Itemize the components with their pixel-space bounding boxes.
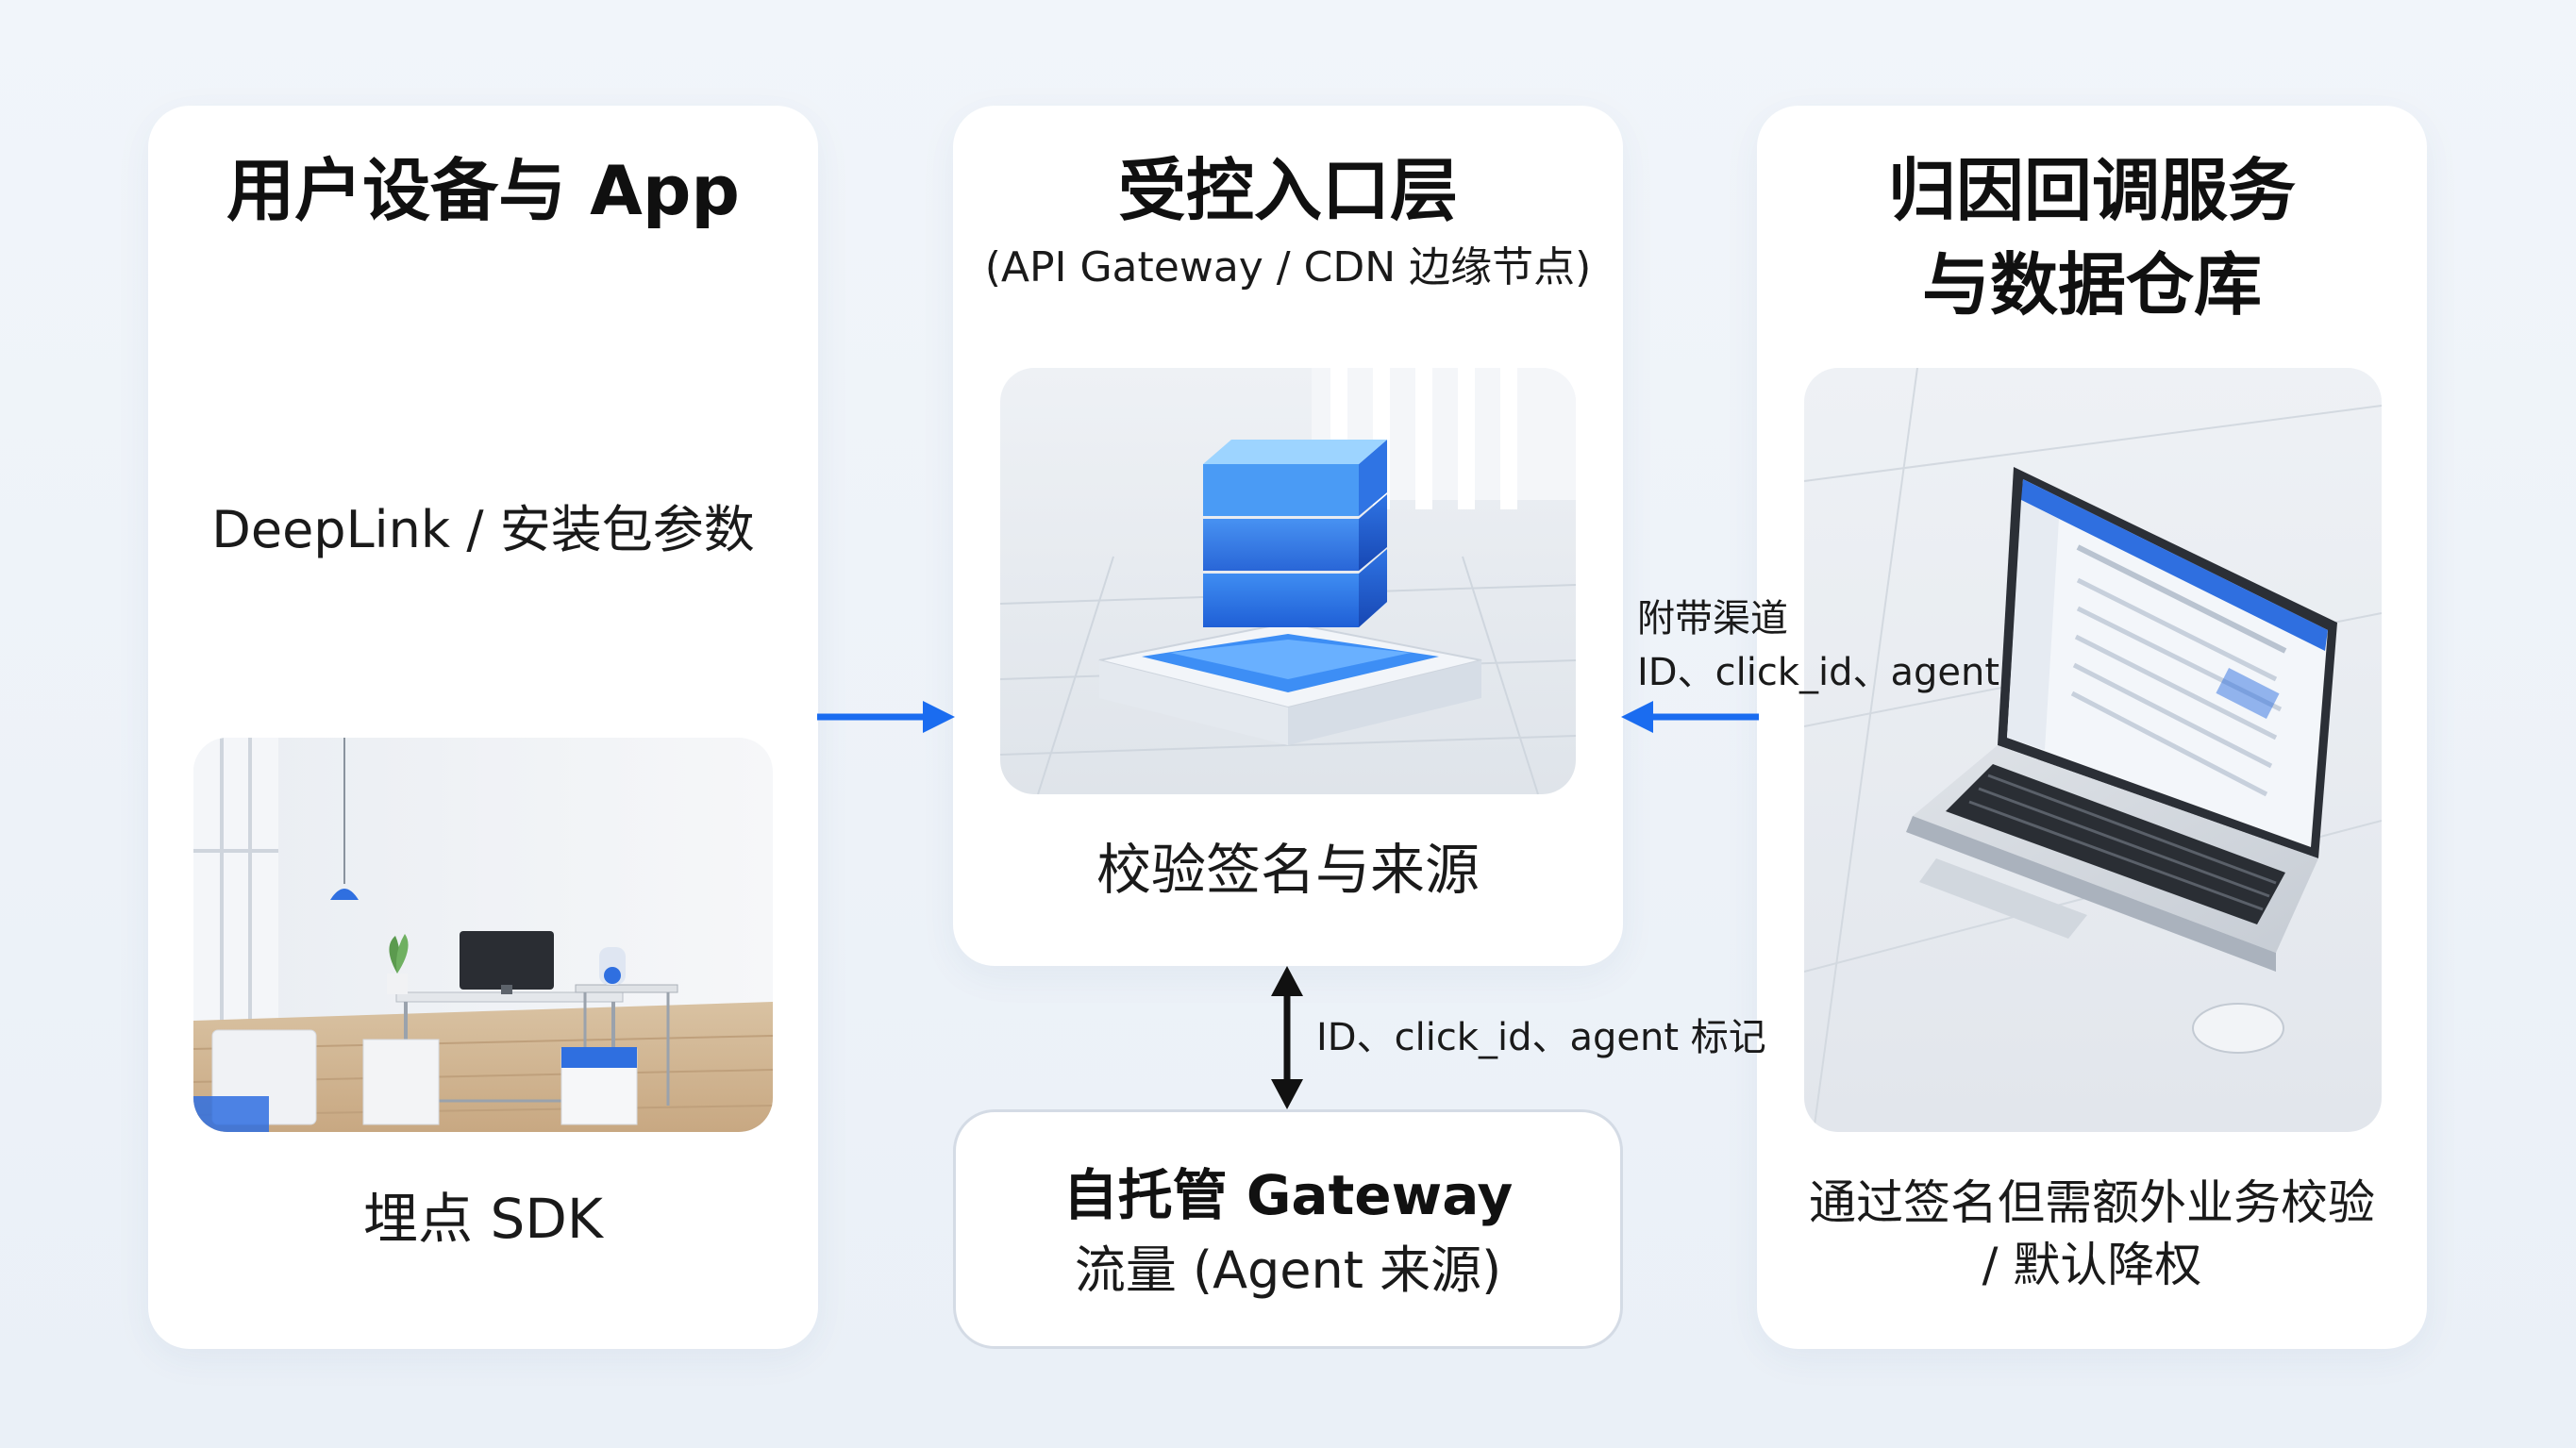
extra-validation-label-line2: / 默认降权	[1982, 1238, 2202, 1292]
server-stack-illustration	[1000, 368, 1576, 794]
controlled-entry-card: 受控入口层 (API Gateway / CDN 边缘节点)	[953, 106, 1623, 966]
verify-signature-label: 校验签名与来源	[1096, 838, 1480, 902]
deeplink-label: DeepLink / 安装包参数	[211, 500, 755, 559]
controlled-entry-title: 受控入口层	[1117, 151, 1458, 230]
user-device-card: 用户设备与 App DeepLink / 安装包参数	[148, 106, 818, 1349]
channel-id-label-line1: 附带渠道	[1637, 597, 1788, 641]
laptop-illustration	[1804, 368, 2382, 1132]
attribution-title-line2: 与数据仓库	[1921, 245, 2262, 325]
agent-marker-label: ID、click_id、agent 标记	[1316, 1016, 1766, 1059]
attribution-service-card: 归因回调服务 与数据仓库	[1757, 106, 2427, 1349]
channel-id-label-line2: ID、click_id、agent	[1637, 651, 2000, 694]
gateway-cdn-label: (API Gateway / CDN 边缘节点)	[984, 243, 1592, 291]
sdk-label: 埋点 SDK	[363, 1187, 603, 1251]
attribution-title-line1: 归因回调服务	[1887, 151, 2296, 230]
room-illustration	[193, 738, 773, 1132]
self-hosted-gateway-card: 自托管 Gateway 流量 (Agent 来源)	[953, 1109, 1623, 1349]
self-hosted-gateway-title: 自托管 Gateway	[1062, 1163, 1514, 1227]
agent-traffic-label: 流量 (Agent 来源)	[1074, 1240, 1502, 1300]
middle-bottom-bidirectional-arrow	[1271, 966, 1303, 1109]
right-to-middle-arrow	[1621, 701, 1759, 733]
extra-validation-label-line1: 通过签名但需额外业务校验	[1809, 1175, 2375, 1230]
left-to-middle-arrow	[817, 701, 955, 733]
user-device-title: 用户设备与 App	[226, 151, 740, 230]
